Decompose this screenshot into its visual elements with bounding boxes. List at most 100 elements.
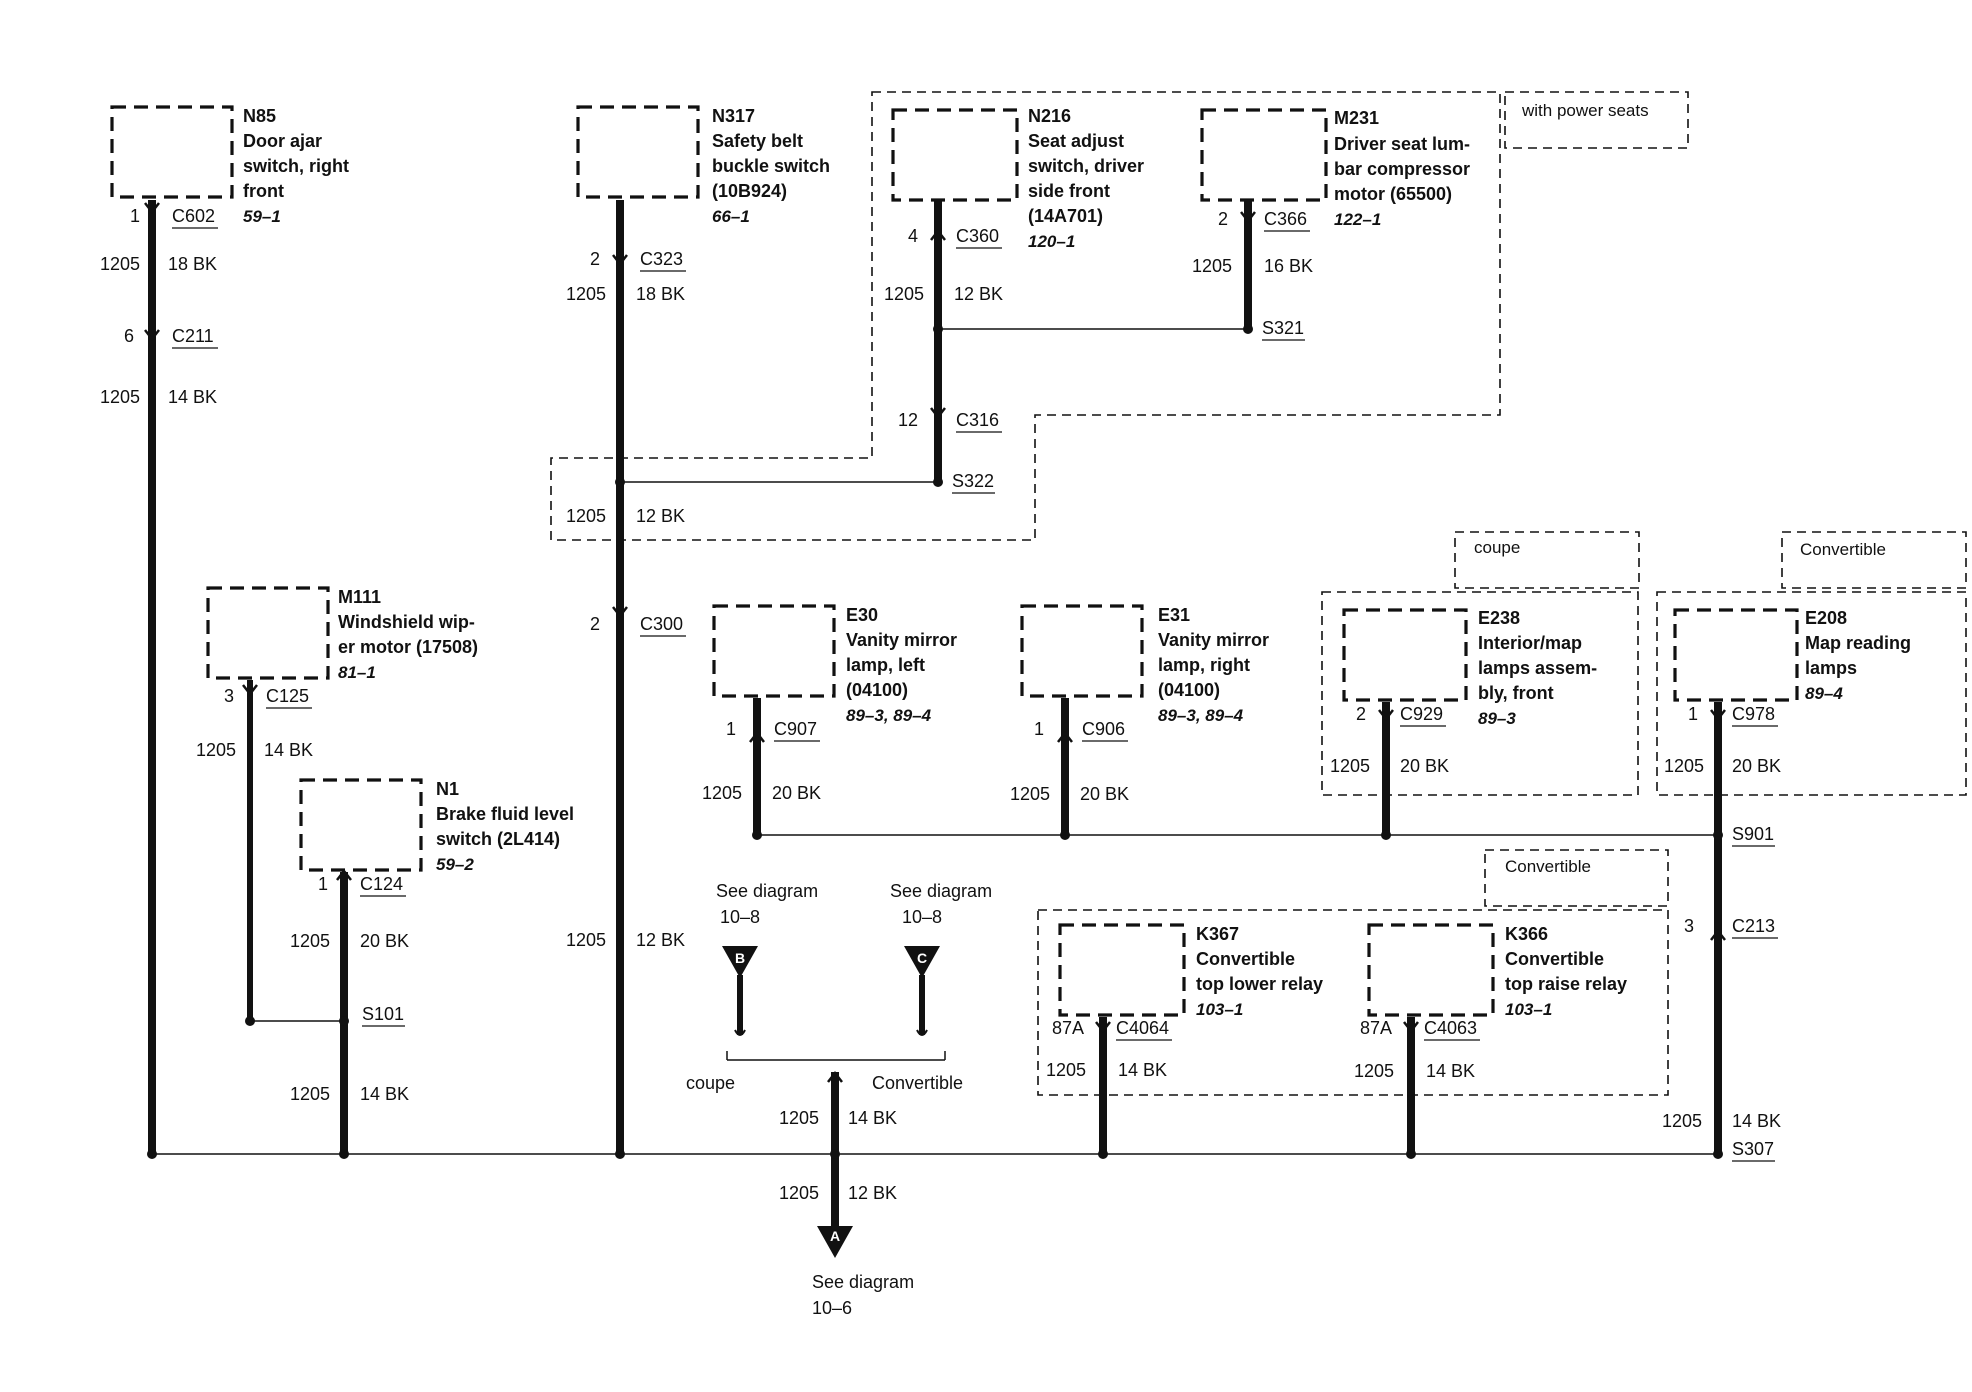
wire-spec-13: 20 BK xyxy=(1400,756,1449,776)
component-box-N85 xyxy=(110,105,234,199)
component-desc-E30-3: (04100) xyxy=(846,680,908,700)
component-desc-E31-3: (04100) xyxy=(1158,680,1220,700)
splice-dot-s101 xyxy=(339,1016,349,1026)
component-desc-N317-1: Safety belt xyxy=(712,131,803,151)
splice-dot-n1 xyxy=(339,1149,349,1159)
splice-dot-ground xyxy=(830,1149,840,1159)
wire-spec-18: 14 BK xyxy=(848,1108,897,1128)
component-desc-E238-2: lamps assem- xyxy=(1478,658,1597,678)
component-code-E208: E208 xyxy=(1805,608,1847,628)
splice-dot-s321-left xyxy=(933,324,943,334)
wire-labels: 1205 18 BK 1205 14 BK 1205 18 BK 1205 12… xyxy=(100,254,1781,1203)
connector-name-c211: C211 xyxy=(172,326,214,346)
splice-dot-s101-left xyxy=(245,1016,255,1026)
splice-dot-e238 xyxy=(1381,830,1391,840)
reference-end-c xyxy=(916,1029,928,1036)
splice-dot-s307 xyxy=(1713,1149,1723,1159)
wire-spec-19: 12 BK xyxy=(848,1183,897,1203)
component-desc-E208-1: Map reading xyxy=(1805,633,1911,653)
component-box-N1 xyxy=(299,778,423,872)
splice-dot-s901 xyxy=(1713,830,1723,840)
component-ref-K367: 103–1 xyxy=(1196,1000,1243,1019)
component-ref-N85: 59–1 xyxy=(243,207,281,226)
component-ref-M231: 122–1 xyxy=(1334,210,1381,229)
option-label-with-power-seats: with power seats xyxy=(1521,101,1649,120)
connector-mark-c360 xyxy=(930,228,946,241)
connector-mark-c602 xyxy=(144,202,160,215)
region-power-seats xyxy=(550,91,1501,541)
component-ref-E30: 89–3, 89–4 xyxy=(846,706,932,725)
reference-triangle-c xyxy=(904,946,940,978)
reference-see-b: See diagram xyxy=(716,881,818,901)
connector-name-c316: C316 xyxy=(956,410,999,430)
option-label-convertible-relays: Convertible xyxy=(1505,857,1591,876)
reference-triangle-a xyxy=(817,1226,853,1258)
component-desc-K366-2: top raise relay xyxy=(1505,974,1627,994)
connector-name-c360: C360 xyxy=(956,226,999,246)
option-box-coupe xyxy=(1454,531,1640,589)
pin-c316: 12 xyxy=(898,410,918,430)
component-code-K366: K366 xyxy=(1505,924,1548,944)
component-desc-N216-3: side front xyxy=(1028,181,1110,201)
component-desc-N1-1: Brake fluid level xyxy=(436,804,574,824)
component-desc-N1-2: switch (2L414) xyxy=(436,829,560,849)
splice-dot-n85 xyxy=(147,1149,157,1159)
wire-circuit-9: 1205 xyxy=(290,931,330,951)
component-desc-E238-3: bly, front xyxy=(1478,683,1554,703)
pin-c4063: 87A xyxy=(1360,1018,1392,1038)
branch-label-convertible: Convertible xyxy=(872,1073,963,1093)
component-desc-E31-2: lamp, right xyxy=(1158,655,1250,675)
pin-c211: 6 xyxy=(124,326,134,346)
reference-see-c: See diagram xyxy=(890,881,992,901)
wire-circuit-3: 1205 xyxy=(566,284,606,304)
splice-dot-s322 xyxy=(933,477,943,487)
reference-symbols: B C A xyxy=(722,946,940,1258)
pin-c300: 2 xyxy=(590,614,600,634)
pin-c907: 1 xyxy=(726,719,736,739)
component-code-E238: E238 xyxy=(1478,608,1520,628)
connector-name-c906: C906 xyxy=(1082,719,1125,739)
component-box-N317 xyxy=(576,105,700,199)
pin-c366: 2 xyxy=(1218,209,1228,229)
connector-mark-ground xyxy=(827,1070,843,1083)
wire-circuit-10: 1205 xyxy=(290,1084,330,1104)
wire-spec-6: 12 BK xyxy=(636,506,685,526)
splice-label-s901: S901 xyxy=(1732,824,1774,844)
component-desc-N317-3: (10B924) xyxy=(712,181,787,201)
component-desc-M231-3: motor (65500) xyxy=(1334,184,1452,204)
region-coupe xyxy=(1321,591,1639,796)
component-desc-E30-2: lamp, left xyxy=(846,655,925,675)
connector-mark-c211 xyxy=(144,329,160,342)
wire-circuit-19: 1205 xyxy=(779,1183,819,1203)
connector-mark-c4064 xyxy=(1095,1021,1111,1034)
wire-spec-7: 12 BK xyxy=(636,930,685,950)
splice-dot-e31 xyxy=(1060,830,1070,840)
component-desc-N85-2: switch, right xyxy=(243,156,349,176)
connector-name-c907: C907 xyxy=(774,719,817,739)
reference-page-b: 10–8 xyxy=(720,907,760,927)
wire-circuit-13: 1205 xyxy=(1330,756,1370,776)
component-code-N85: N85 xyxy=(243,106,276,126)
pin-c4064: 87A xyxy=(1052,1018,1084,1038)
component-code-M111: M111 xyxy=(338,587,381,607)
component-code-K367: K367 xyxy=(1196,924,1239,944)
thin-wires xyxy=(152,328,1718,1155)
connector-mark-c213 xyxy=(1710,928,1726,941)
pin-c978: 1 xyxy=(1688,704,1698,724)
connector-name-c213: C213 xyxy=(1732,916,1775,936)
component-desc-M111-1: Windshield wip- xyxy=(338,612,475,632)
component-box-E208 xyxy=(1673,608,1799,702)
wire-spec-15: 14 BK xyxy=(1118,1060,1167,1080)
splice-dot-k367 xyxy=(1098,1149,1108,1159)
wire-circuit-7: 1205 xyxy=(566,930,606,950)
wire-circuit-6: 1205 xyxy=(566,506,606,526)
connector-labels: 1 C602 6 C211 2 C323 4 C360 2 C366 12 C3… xyxy=(124,206,1778,1041)
splice-dot-s321 xyxy=(1243,324,1253,334)
wire-spec-3: 18 BK xyxy=(636,284,685,304)
component-ref-M111: 81–1 xyxy=(338,663,376,682)
component-ref-N317: 66–1 xyxy=(712,207,750,226)
wire-spec-12: 20 BK xyxy=(1080,784,1129,804)
component-desc-M231-2: bar compressor xyxy=(1334,159,1470,179)
splice-label-s321: S321 xyxy=(1262,318,1304,338)
component-ref-E31: 89–3, 89–4 xyxy=(1158,706,1244,725)
